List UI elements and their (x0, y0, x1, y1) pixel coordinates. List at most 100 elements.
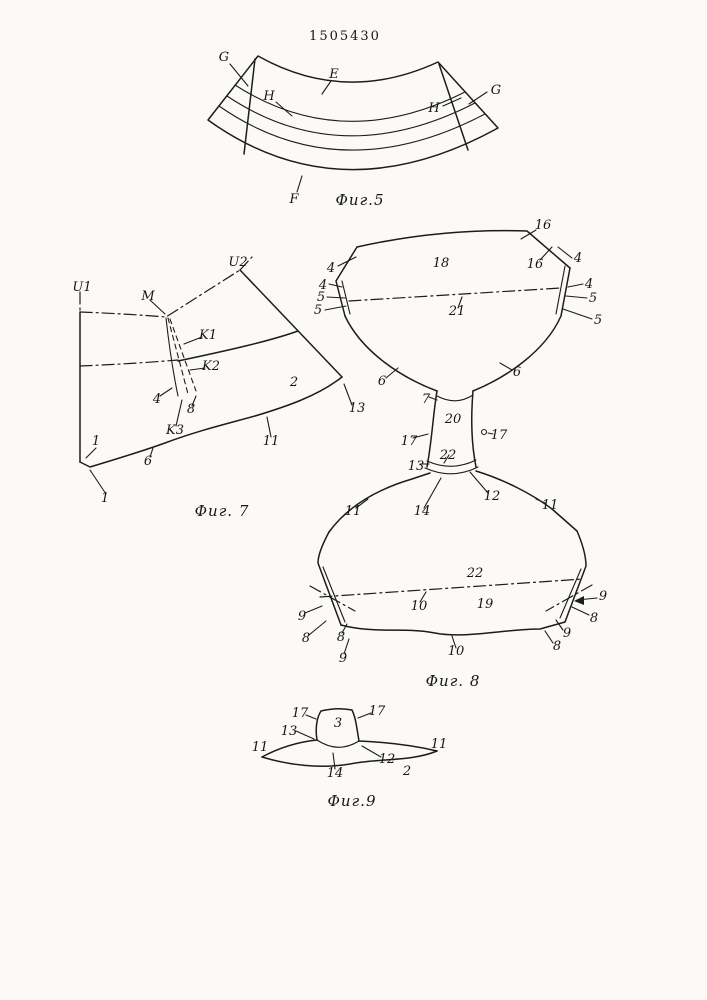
fig8-label-11-right: 11 (542, 498, 559, 513)
fig9-under-tab-arc (316, 739, 360, 748)
fig8-label-11-left: 11 (345, 504, 362, 519)
fig8-label-17-left: 17 (401, 434, 418, 449)
fig8-label-20: 20 (444, 412, 462, 427)
fig7-pattern-piece: U1 U2 M K1 K2 K3 4 8 2 13 11 1 6 1 Фиг. … (72, 255, 365, 520)
fig5-caption: Фиг.5 (335, 191, 384, 209)
fig7-leader-11 (266, 416, 272, 438)
fig7-leader-1-top (85, 447, 97, 459)
fig5-leader-h-right (442, 97, 462, 107)
fig8-label-4-left2: 4 (318, 278, 327, 293)
fig7-leader-4 (159, 387, 173, 397)
fig8-label-9-left1: 9 (298, 609, 306, 624)
fig8-leader-8-right2 (544, 630, 554, 644)
fig8-label-8-left1: 8 (302, 631, 310, 646)
fig9-caption: Фиг.9 (327, 792, 376, 810)
fig7-leader-k2 (189, 367, 206, 371)
fig8-leader-4-right1 (557, 246, 573, 259)
fig5-leader-e (321, 80, 332, 95)
fig8-lower-bottom-edge (340, 621, 566, 636)
fig7-dart-line-k3 (169, 318, 197, 392)
fig8-leader-9-right2 (555, 619, 564, 631)
fig8-leader-9-left2 (343, 638, 350, 655)
fig7-leader-k1 (183, 336, 203, 345)
fig8-lower-fold-line (319, 578, 584, 598)
fig7-top-construction-line (79, 269, 241, 318)
fig7-leader-1-bottom (89, 469, 107, 495)
fig8-leader-16-top (520, 229, 537, 240)
fig8-leader-8-left2 (341, 623, 348, 634)
fig8-neck-right-edge (471, 390, 477, 468)
fig8-label-8-right1: 8 (590, 611, 598, 626)
fig7-label-4: 4 (152, 392, 161, 407)
fig9-leader-17-left (305, 714, 317, 720)
fig9-label-2: 2 (402, 764, 411, 779)
fig9-leader-13 (295, 730, 315, 740)
fig7-label-k3: K3 (165, 423, 184, 438)
fig8-label-4-right1: 4 (573, 251, 582, 266)
fig5-arc-line-2 (226, 95, 476, 137)
fig8-upper-left-corner (335, 246, 358, 317)
fig8-lower-top-left-hump (328, 472, 431, 533)
fig7-label-u2: U2 (228, 255, 247, 270)
fig7-caption: Фиг. 7 (195, 502, 250, 520)
fig7-label-m: M (140, 289, 155, 304)
fig8-leader-4-left2 (328, 283, 343, 288)
fig8-leader-8-left1 (308, 620, 327, 636)
fig9-bottom-edge (261, 750, 438, 767)
fig5-leader-g-left (229, 63, 249, 87)
fig8-leader-4-right2 (567, 283, 584, 288)
fig9-leader-17-right (357, 712, 372, 719)
fig9-small-piece: 17 3 17 13 11 11 14 12 2 Фиг.9 (252, 704, 448, 810)
fig8-leader-5-left2 (324, 305, 347, 311)
patent-number: 1505430 (309, 29, 381, 44)
fig5-label-f: F (288, 192, 299, 207)
fig8-label-13-neck: 13 (408, 459, 425, 474)
fig8-label-9-left2: 9 (339, 651, 347, 666)
fig7-sweep-seam-line (177, 330, 299, 362)
fig8-arrowhead-9-right (574, 596, 584, 605)
fig7-label-13: 13 (349, 401, 366, 416)
fig8-leader-21 (457, 296, 463, 309)
fig8-label-10-mid: 10 (411, 599, 428, 614)
fig8-caption: Фиг. 8 (426, 672, 481, 690)
fig9-leader-12 (361, 745, 382, 758)
fig7-leader-8 (191, 395, 197, 407)
fig8-leader-11-left (355, 498, 369, 509)
fig8-label-5-left1: 5 (317, 290, 325, 305)
fig5-arc-line-3 (218, 105, 486, 151)
fig5-label-h-left: H (262, 89, 275, 104)
fig8-label-8-right2: 8 (553, 639, 561, 654)
fig8-label-12: 12 (484, 489, 501, 504)
fig8-leader-10-mid (419, 591, 427, 603)
fig8-leader-16-inner (539, 246, 553, 261)
fig8-lower-left-seam-double (322, 566, 346, 623)
fig7-bottom-edge (79, 376, 343, 468)
fig7-label-1-top: 1 (92, 434, 100, 449)
fig5-outline (207, 55, 499, 171)
fig7-label-1-bottom: 1 (101, 491, 109, 506)
fig8-leader-10-bottom (451, 635, 457, 649)
fig8-lower-top-right-hump (475, 470, 578, 532)
fig8-leader-7 (428, 396, 438, 401)
fig7-label-6: 6 (144, 454, 152, 469)
fig7-u2-axis-extension (239, 256, 253, 271)
fig8-label-5-right2: 5 (594, 313, 602, 328)
fig9-left-slope (261, 739, 318, 758)
fig5-leader-f (296, 175, 303, 193)
fig7-label-k1: K1 (198, 328, 217, 343)
fig8-label-16-top: 16 (535, 218, 552, 233)
fig5-curved-band: G E H H G F Фиг.5 (207, 50, 501, 209)
fig8-leader-11-right (535, 498, 546, 504)
fig9-label-17-right: 17 (369, 704, 386, 719)
fig7-label-u1: U1 (72, 280, 91, 295)
fig8-label-19: 19 (477, 597, 494, 612)
fig7-label-11: 11 (263, 434, 280, 449)
fig8-label-4-right2: 4 (584, 277, 593, 292)
fig8-label-22-neck: 22 (439, 448, 457, 463)
fig8-upper-top-edge (356, 229, 571, 269)
fig7-leader-6 (149, 447, 154, 458)
fig8-label-10-bottom: 10 (448, 644, 465, 659)
fig5-leader-g-right (468, 91, 488, 105)
fig7-label-8: 8 (187, 402, 195, 417)
